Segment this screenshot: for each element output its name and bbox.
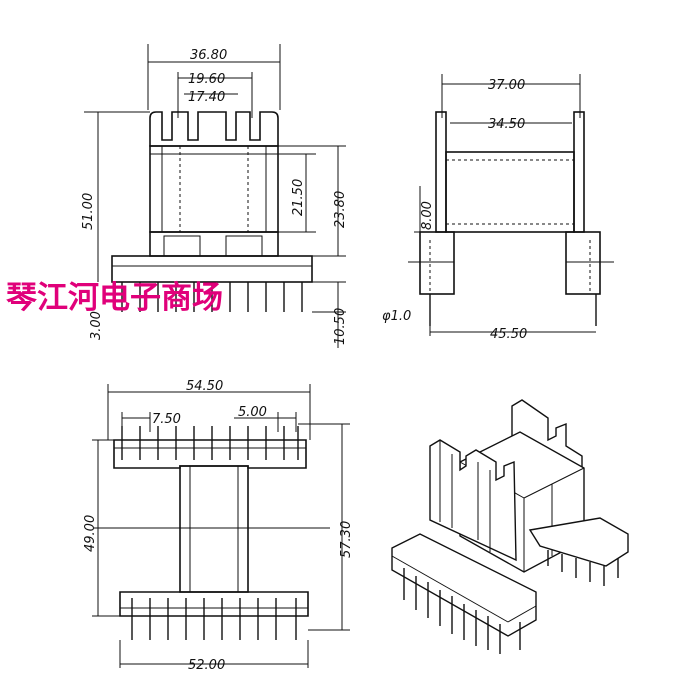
front-view-pins: [121, 282, 303, 312]
iso-back-pins: [547, 550, 619, 586]
dim-flange-height: 8.00: [420, 201, 435, 230]
dim-height-total: 51.00: [81, 193, 96, 230]
watermark-text: 琴江河电子商场: [6, 280, 223, 316]
dim-bottom-width: 52.00: [188, 658, 225, 673]
dim-base-offset: 3.00: [89, 311, 104, 340]
dim-width-mid: 19.60: [188, 72, 225, 87]
isometric-view: [391, 399, 629, 654]
dim-pin-group: 7.50: [152, 412, 181, 427]
dim-width-overall: 36.80: [190, 48, 227, 63]
side-view: 37.00 34.50 8.00 φ1.0 45.50: [382, 74, 614, 342]
iso-front-pins: [403, 568, 521, 654]
dim-height-window: 23.80: [333, 191, 348, 228]
dim-pin-length: 10.50: [333, 308, 348, 345]
plan-view-bottom-pins: [131, 598, 297, 640]
plan-view: 54.50 7.50 5.00: [83, 379, 354, 673]
dim-core-width: 34.50: [488, 117, 525, 132]
dim-height-core: 21.50: [291, 179, 306, 216]
dim-pin-span: 45.50: [490, 327, 527, 342]
dim-pin-pitch: 5.00: [238, 405, 267, 420]
dim-outer-height: 57.30: [339, 521, 354, 558]
dim-inner-height: 49.00: [83, 515, 98, 552]
dim-width-inner: 17.40: [188, 90, 225, 105]
dim-overall-width: 54.50: [186, 379, 223, 394]
dim-pin-diameter: φ1.0: [382, 309, 411, 324]
front-view: 36.80 19.60 17.40: [81, 44, 348, 348]
plan-view-top-pins: [121, 426, 299, 460]
dim-flange-width: 37.00: [488, 78, 525, 93]
